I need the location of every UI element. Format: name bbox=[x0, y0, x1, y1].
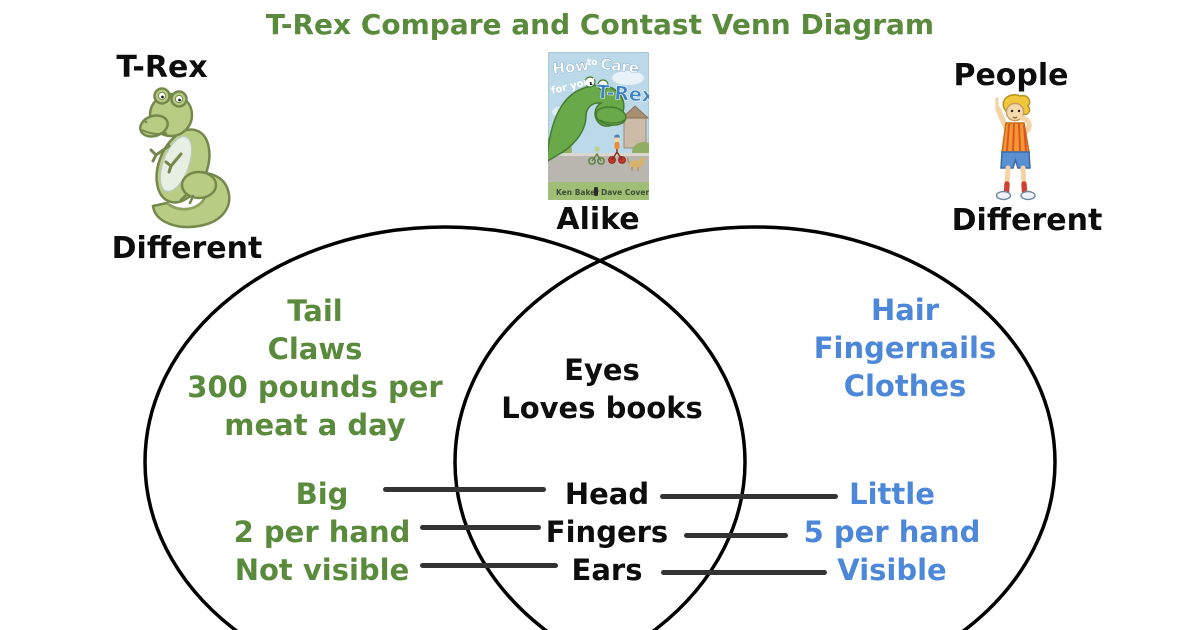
row3-shared-attribute: Ears bbox=[571, 553, 643, 587]
alike-items: Eyes Loves books bbox=[452, 351, 752, 427]
t-rex-mouth bbox=[141, 129, 168, 135]
book-title-how: How bbox=[552, 56, 591, 78]
row3-people-value: Visible bbox=[837, 553, 947, 587]
trex-item: 300 pounds per bbox=[187, 370, 443, 404]
boy-shoe bbox=[995, 190, 1012, 201]
trex-only-items: Tail Claws 300 pounds per meat a day bbox=[155, 292, 475, 444]
venn-left-circle bbox=[143, 225, 747, 630]
row3-trex-value: Not visible bbox=[234, 553, 410, 587]
people-item: Fingernails bbox=[813, 331, 997, 365]
row1-shared-attribute: Head bbox=[564, 477, 650, 511]
book-dog bbox=[629, 160, 643, 168]
t-rex-leg bbox=[180, 170, 218, 200]
t-rex-cartoon-illustration bbox=[139, 87, 231, 229]
right-group-subtitle: Different bbox=[951, 203, 1103, 238]
row2-left-connector-line bbox=[420, 525, 541, 530]
people-item: Hair bbox=[870, 293, 940, 327]
people-item: Clothes bbox=[843, 369, 967, 403]
row1-people-value: Little bbox=[849, 477, 935, 511]
book-title-to: to bbox=[587, 58, 598, 68]
alike-item: Eyes bbox=[564, 353, 640, 387]
row2-trex-value: 2 per hand bbox=[233, 515, 411, 549]
trex-item: meat a day bbox=[224, 408, 406, 442]
people-only-items: Hair Fingernails Clothes bbox=[745, 291, 1065, 405]
row1-right-connector-line bbox=[660, 494, 838, 499]
row2-people-value: 5 per hand bbox=[803, 515, 981, 549]
center-group-label: Alike bbox=[556, 202, 640, 237]
row1-trex-value: Big bbox=[295, 477, 349, 511]
t-rex-arm bbox=[149, 144, 171, 163]
book-author: Ken Baker bbox=[556, 188, 599, 197]
boy-cartoon-illustration bbox=[995, 94, 1036, 201]
book-trex-snout bbox=[595, 106, 627, 126]
book-title-trex: T-Rex bbox=[596, 81, 649, 107]
alike-item: Loves books bbox=[501, 391, 703, 425]
venn-right-circle bbox=[453, 225, 1057, 630]
row1-left-connector-line bbox=[383, 487, 546, 492]
right-group-title: People bbox=[953, 58, 1069, 93]
left-group-subtitle: Different bbox=[111, 231, 263, 266]
boy-face bbox=[1005, 102, 1025, 122]
book-title-care: Care bbox=[600, 55, 640, 77]
book-bike-wheel bbox=[588, 157, 596, 165]
trex-item: Claws bbox=[267, 332, 363, 366]
boy-sock bbox=[1021, 181, 1028, 195]
trex-item: Tail bbox=[287, 294, 343, 328]
boy-arm-bent bbox=[1019, 115, 1032, 135]
boy-shoe bbox=[1020, 190, 1036, 201]
row2-shared-attribute: Fingers bbox=[545, 515, 669, 549]
row3-right-connector-line bbox=[661, 570, 827, 575]
row3-left-connector-line bbox=[420, 563, 558, 568]
boy-shorts bbox=[1000, 151, 1031, 169]
book-illustrator: Dave Coverly bbox=[601, 188, 649, 197]
page-title: T-Rex Compare and Contast Venn Diagram bbox=[265, 8, 935, 41]
row2-right-connector-line bbox=[684, 533, 788, 538]
boy-shirt-stripes bbox=[1006, 123, 1027, 152]
book-trex bbox=[548, 84, 625, 162]
book-cover-illustration: How to Care for your T-Rex Ken Baker Dav… bbox=[548, 52, 649, 200]
t-rex-arm bbox=[164, 152, 183, 174]
left-group-title: T-Rex bbox=[116, 50, 208, 85]
boy-sock bbox=[1003, 181, 1010, 195]
book-kid bbox=[614, 142, 620, 149]
